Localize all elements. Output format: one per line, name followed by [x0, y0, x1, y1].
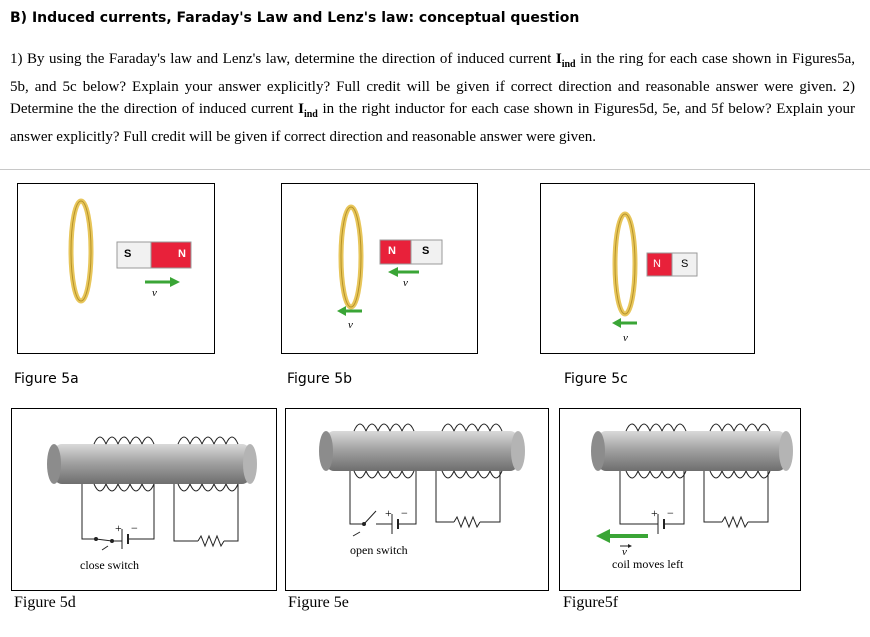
question-part1-b: in the ring for each case shown in Figur…	[10, 51, 855, 117]
ring-velocity-label: v	[348, 319, 353, 331]
magnet-south-half	[116, 241, 152, 269]
switch-state-label: close switch	[80, 558, 139, 572]
battery-plus-label: +	[385, 506, 392, 520]
magnet-label-s: S	[681, 258, 689, 270]
coil-velocity-arrow	[596, 529, 610, 543]
iron-rod	[54, 444, 250, 484]
right-coil	[709, 423, 771, 479]
velocity-label: v	[152, 287, 157, 299]
left-coil	[93, 436, 155, 492]
ring-velocity-arrow	[612, 318, 621, 328]
current-subscript: ind	[303, 109, 318, 120]
figure-5d-caption: Figure 5d	[14, 594, 76, 611]
figure-5a-panel: S N v	[17, 183, 215, 354]
question-part1-a: 1) By using the Faraday's law and Lenz's…	[10, 51, 556, 67]
figure-5c-caption: Figure 5c	[564, 371, 628, 387]
battery-plus-label: +	[115, 521, 122, 535]
ring-velocity-label: v	[623, 332, 628, 344]
figure-5d-panel: + − close switch	[11, 408, 277, 591]
figure-5e-caption: Figure 5e	[288, 594, 349, 611]
resistor	[453, 515, 481, 529]
magnet-south-half	[410, 239, 443, 265]
figure-5e-drawing	[319, 423, 525, 537]
figure-5d-drawing	[47, 436, 257, 551]
resistor	[721, 515, 749, 529]
current-subscript: ind	[561, 59, 576, 70]
divider	[0, 169, 870, 170]
ring-velocity-arrow	[337, 306, 346, 316]
left-coil	[625, 423, 687, 479]
magnet-label-s: S	[124, 248, 132, 260]
figure-5e-panel: + − open switch	[285, 408, 549, 591]
right-circuit-wire	[703, 471, 722, 523]
battery-minus-label: −	[401, 506, 408, 520]
section-heading: B) Induced currents, Faraday's Law and L…	[10, 10, 580, 26]
figure-5c-drawing	[612, 211, 698, 328]
battery-minus-label: −	[131, 521, 138, 535]
magnet-south-half	[671, 252, 698, 277]
question-text: 1) By using the Faraday's law and Lenz's…	[10, 48, 855, 148]
current-symbol: I	[555, 51, 562, 67]
current-symbol: I	[298, 101, 304, 117]
right-circuit-wire	[173, 484, 198, 542]
figure-5b-caption: Figure 5b	[287, 371, 352, 387]
magnet-north-half	[150, 241, 192, 269]
figure-5a-caption: Figure 5a	[14, 371, 79, 387]
velocity-label: v	[622, 546, 627, 558]
right-coil	[177, 436, 239, 492]
left-circuit-wire	[619, 471, 658, 525]
resistor	[197, 534, 225, 548]
figure-5b-drawing	[337, 204, 443, 316]
iron-rod	[598, 431, 786, 471]
left-circuit-wire	[349, 471, 364, 525]
figure-5b-panel: N S v v	[281, 183, 478, 354]
switch-state-label: open switch	[350, 543, 408, 557]
iron-rod	[326, 431, 518, 471]
magnet-label-n: N	[388, 245, 396, 257]
magnet-label-s: S	[422, 245, 430, 257]
figure-5f-caption: Figure5f	[563, 594, 619, 611]
motion-label: coil moves left	[612, 557, 684, 571]
right-circuit-wire	[435, 471, 454, 523]
figure-5f-panel: + − v coil moves left	[559, 408, 801, 591]
switch-lever	[95, 538, 113, 542]
magnet-label-n: N	[178, 248, 186, 260]
battery-minus-label: −	[667, 506, 674, 520]
velocity-arrow	[170, 277, 180, 287]
magnet-label-n: N	[653, 258, 661, 270]
left-coil	[353, 423, 415, 479]
figure-5a-drawing	[68, 198, 192, 304]
battery-plus-label: +	[651, 506, 658, 520]
figure-5f-drawing	[591, 423, 793, 548]
left-circuit-wire	[81, 484, 96, 540]
magnet-velocity-label: v	[403, 277, 408, 289]
magnet-velocity-arrow	[388, 267, 398, 277]
right-coil	[441, 423, 503, 479]
magnet-north-half	[379, 239, 412, 265]
switch-lever	[363, 510, 377, 525]
figure-5c-panel: N S v	[540, 183, 755, 354]
question-part2-b: in the right inductor for each case show…	[10, 101, 856, 145]
